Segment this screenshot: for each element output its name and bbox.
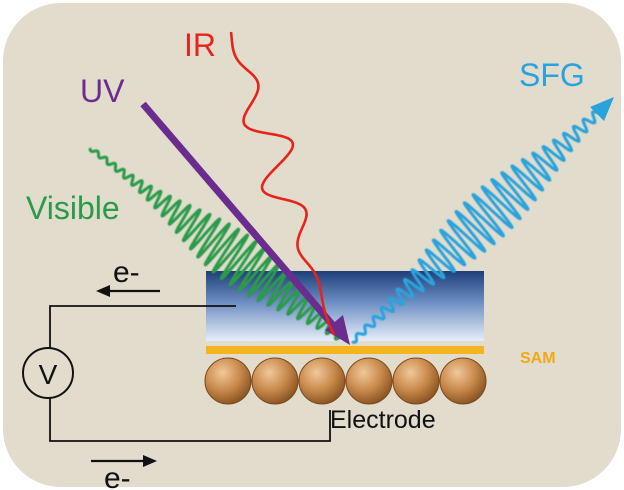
electrode-label: Electrode bbox=[330, 406, 436, 434]
electron-arrows bbox=[91, 285, 160, 467]
uv-beam bbox=[140, 101, 340, 333]
electrode-sphere bbox=[345, 357, 393, 405]
sfg-beam-wave bbox=[351, 110, 599, 344]
uv-label: UV bbox=[80, 73, 125, 109]
uv-arrow-head bbox=[325, 315, 350, 345]
electron-label-bottom: e- bbox=[104, 462, 131, 490]
electrode-sphere bbox=[251, 357, 299, 405]
sfg-arrow-head bbox=[590, 97, 614, 121]
electron-label-top: e- bbox=[113, 256, 140, 289]
voltmeter-symbol bbox=[22, 347, 74, 399]
sam-label: SAM bbox=[520, 350, 556, 367]
electron-arrow-top-head bbox=[96, 285, 110, 297]
circuit-wire-top bbox=[49, 305, 236, 348]
visible-label: Visible bbox=[26, 190, 120, 226]
circuit-wire-bottom bbox=[49, 398, 331, 442]
electrode-sphere bbox=[204, 357, 252, 405]
electrode-sphere bbox=[439, 357, 487, 405]
ir-label: IR bbox=[184, 27, 216, 63]
electrode-sphere bbox=[298, 357, 346, 405]
electrode-spheres bbox=[204, 357, 487, 405]
visible-beam-wave bbox=[88, 147, 348, 341]
electron-arrow-bottom-head bbox=[143, 455, 157, 467]
sam-layer bbox=[206, 346, 484, 354]
ir-beam-wave bbox=[229, 31, 336, 336]
electrode-sphere bbox=[392, 357, 440, 405]
sfg-label: SFG bbox=[519, 57, 585, 93]
voltmeter-label: V bbox=[39, 359, 58, 390]
circuit bbox=[22, 305, 331, 442]
